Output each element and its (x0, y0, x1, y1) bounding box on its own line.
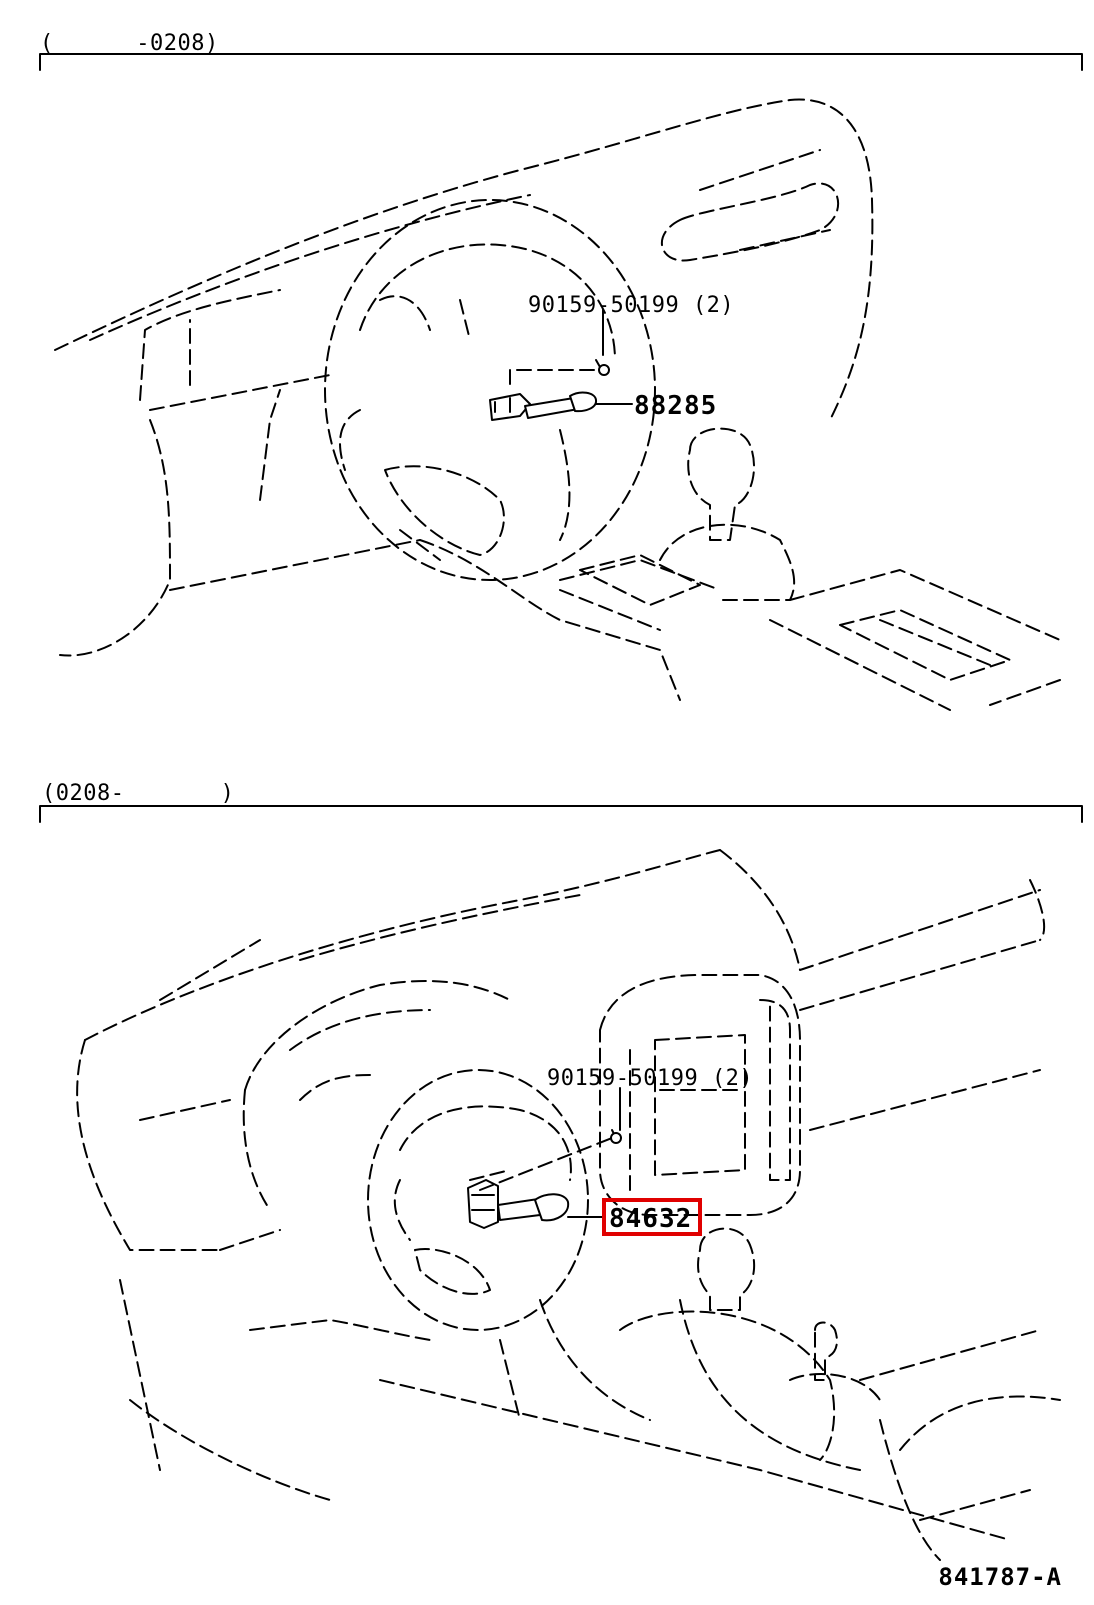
section-bottom: (0208- ) (39, 781, 1083, 1561)
callout-part-84632[interactable]: 84632 (609, 1204, 692, 1234)
range-label-bottom: (0208- ) (42, 781, 234, 806)
bolt-icon-top (509, 359, 610, 385)
section-bracket-top (39, 53, 1083, 71)
callout-bolt-top: 90159-50199 (2) (528, 293, 734, 318)
diagram-reference: 841787-A (938, 1563, 1062, 1591)
dashboard-illustration-bottom (76, 849, 1061, 1561)
bolt-icon-bottom (479, 1129, 622, 1191)
section-top: ( -0208) (39, 31, 1083, 711)
dashboard-illustration-top (54, 98, 1061, 711)
callout-part-88285[interactable]: 88285 (634, 391, 717, 421)
part-switch-84632[interactable] (467, 1179, 570, 1229)
callout-bolt-bottom: 90159-50199 (2) (547, 1066, 753, 1091)
part-switch-88285[interactable] (489, 391, 598, 421)
section-bracket-bottom (39, 805, 1083, 823)
range-label-top: ( -0208) (40, 31, 219, 56)
highlight-box (602, 1198, 702, 1236)
